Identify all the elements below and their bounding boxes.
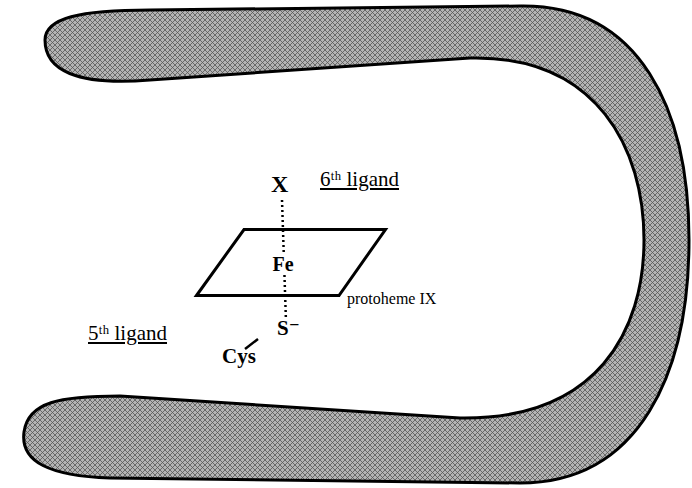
ligand-position-label: 5ᵗʰ ligand xyxy=(88,322,167,345)
heme-label: protoheme IX xyxy=(347,290,436,308)
thiolate-label: S⁻ xyxy=(275,317,302,340)
protein-body xyxy=(24,6,689,483)
ligand-position-label: 6ᵗʰ ligand xyxy=(320,168,399,191)
ligand-x: X xyxy=(271,171,288,197)
heme-plane: Feprotoheme IX xyxy=(195,228,387,297)
residue-label: Cys xyxy=(222,345,256,368)
heme-parallelogram xyxy=(197,230,386,296)
metal-label: Fe xyxy=(270,253,295,275)
